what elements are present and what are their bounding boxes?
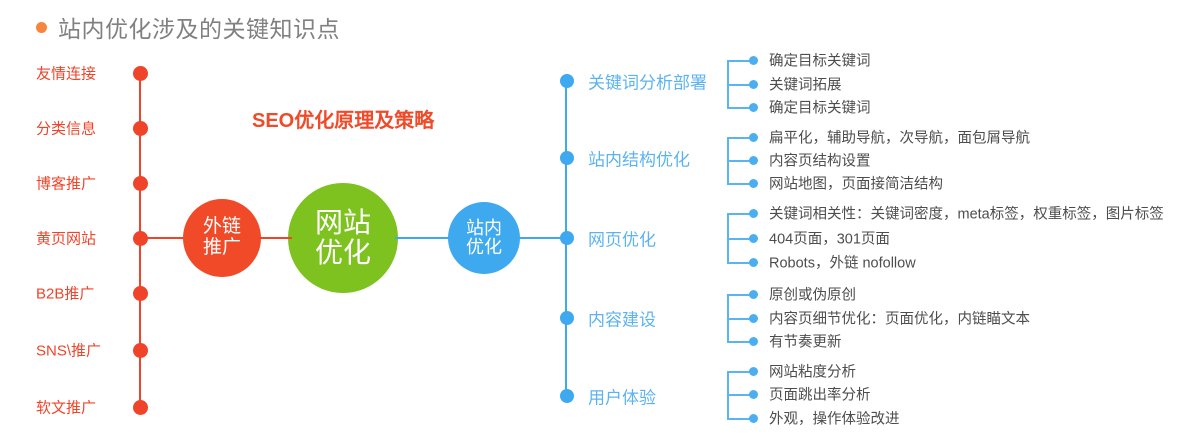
detail-bullet-icon xyxy=(749,258,758,267)
detail-bullet-icon xyxy=(749,209,758,218)
bracket-stub xyxy=(727,213,753,215)
bracket-stub xyxy=(727,107,753,109)
right-branch-label[interactable]: 网页优化 xyxy=(588,230,656,250)
detail-item-text: 扁平化，辅助导航，次导航，面包屑导航 xyxy=(769,130,1030,147)
circle-outer-line1: 外链 xyxy=(202,216,241,238)
circle-main-line2: 优化 xyxy=(314,237,371,268)
bracket-line xyxy=(727,213,729,262)
detail-bullet-icon xyxy=(749,103,758,112)
detail-item-text: 确定目标关键词 xyxy=(769,53,871,70)
right-branch-dot[interactable] xyxy=(560,311,574,325)
detail-item-text: 网站粘度分析 xyxy=(769,364,856,381)
detail-item-text: 页面跳出率分析 xyxy=(769,387,871,404)
left-branch-dot[interactable] xyxy=(133,400,148,415)
bracket-stub xyxy=(727,262,753,264)
detail-item-text: 确定目标关键词 xyxy=(769,100,871,117)
bracket-stub xyxy=(727,60,753,62)
bracket-stub xyxy=(727,160,753,162)
detail-bullet-icon xyxy=(749,390,758,399)
detail-item-text: 内容页细节优化：页面优化，内链瞄文本 xyxy=(769,311,1030,328)
detail-bullet-icon xyxy=(749,56,758,65)
left-branch-dot[interactable] xyxy=(133,343,148,358)
bracket-stub xyxy=(727,418,753,420)
left-branch-label[interactable]: B2B推广 xyxy=(36,285,95,303)
bracket-line xyxy=(727,60,729,107)
right-branch-label[interactable]: 用户体验 xyxy=(588,388,656,408)
detail-bullet-icon xyxy=(749,133,758,142)
left-branch-label[interactable]: 分类信息 xyxy=(36,120,97,138)
circle-inner-line2: 优化 xyxy=(466,237,502,257)
page-title: 站内优化涉及的关键知识点 xyxy=(58,16,340,42)
link-main-to-inner xyxy=(395,237,451,239)
page-header: 站内优化涉及的关键知识点 xyxy=(36,10,340,44)
circle-main-line1: 网站 xyxy=(314,206,371,238)
bracket-stub xyxy=(727,294,753,296)
detail-bullet-icon xyxy=(749,156,758,165)
orange-bullet-icon xyxy=(36,21,47,33)
detail-item-text: Robots，外链 nofollow xyxy=(769,255,916,272)
right-branch-label[interactable]: 站内结构优化 xyxy=(588,150,690,170)
bracket-stub xyxy=(727,84,753,86)
right-branch-label[interactable]: 内容建设 xyxy=(588,310,656,330)
detail-bullet-icon xyxy=(749,314,758,323)
detail-item-text: 有节奏更新 xyxy=(769,334,842,351)
detail-bullet-icon xyxy=(749,234,758,243)
detail-bullet-icon xyxy=(749,367,758,376)
detail-bullet-icon xyxy=(749,290,758,299)
circle-website-optimization[interactable]: 网站 优化 xyxy=(288,183,398,293)
bracket-stub xyxy=(727,371,753,373)
link-outer-to-main xyxy=(258,237,292,239)
left-branch-label[interactable]: 软文推广 xyxy=(36,399,97,417)
circle-outer-link-promotion[interactable]: 外链 推广 xyxy=(183,199,261,277)
bracket-stub xyxy=(727,394,753,396)
left-branch-connector xyxy=(140,237,195,239)
left-branch-dot[interactable] xyxy=(133,66,148,81)
left-branch-dot[interactable] xyxy=(133,176,148,191)
left-branch-label[interactable]: 黄页网站 xyxy=(36,230,97,248)
bracket-stub xyxy=(727,238,753,240)
right-branch-dot[interactable] xyxy=(560,151,574,165)
right-branch-dot[interactable] xyxy=(560,231,574,245)
bracket-stub xyxy=(727,318,753,320)
detail-item-text: 关键词相关性：关键词密度，meta标签，权重标签，图片标签 xyxy=(769,206,1164,223)
detail-item-text: 关键词拓展 xyxy=(769,77,842,94)
bracket-stub xyxy=(727,341,753,343)
left-branch-dot[interactable] xyxy=(133,231,148,246)
left-branch-label[interactable]: 博客推广 xyxy=(36,175,97,193)
bracket-line xyxy=(727,294,729,341)
detail-bullet-icon xyxy=(749,414,758,423)
detail-item-text: 网站地图，页面接简洁结构 xyxy=(769,176,943,193)
right-branch-dot[interactable] xyxy=(560,74,574,88)
detail-item-text: 外观，操作体验改进 xyxy=(769,411,900,428)
detail-item-text: 原创或伪原创 xyxy=(769,287,856,304)
detail-item-text: 404页面，301页面 xyxy=(769,231,890,248)
detail-bullet-icon xyxy=(749,337,758,346)
left-branch-label[interactable]: 友情连接 xyxy=(36,65,97,83)
left-branch-dot[interactable] xyxy=(133,286,148,301)
right-branch-dot[interactable] xyxy=(560,389,574,403)
right-branch-label[interactable]: 关键词分析部署 xyxy=(588,73,707,93)
detail-item-text: 内容页结构设置 xyxy=(769,153,871,170)
bracket-stub xyxy=(727,137,753,139)
link-inner-to-right-spine xyxy=(518,237,566,239)
seo-strategy-title: SEO优化原理及策略 xyxy=(252,110,435,132)
circle-onsite-optimization[interactable]: 站内 优化 xyxy=(448,202,520,274)
bracket-stub xyxy=(727,183,753,185)
detail-bullet-icon xyxy=(749,179,758,188)
circle-outer-line2: 推广 xyxy=(202,237,241,258)
detail-bullet-icon xyxy=(749,80,758,89)
circle-inner-line1: 站内 xyxy=(466,217,502,238)
left-branch-dot[interactable] xyxy=(133,121,148,136)
left-branch-label[interactable]: SNS\推广 xyxy=(36,342,102,360)
